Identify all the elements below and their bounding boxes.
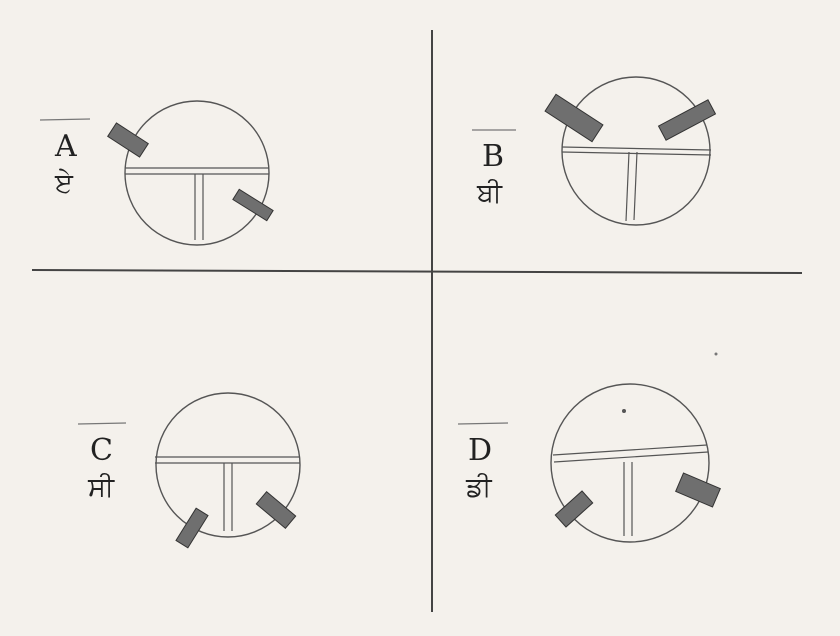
paper-speck [714,352,718,356]
option-c-block [255,490,297,530]
horizontal-divider [31,269,803,274]
option-a-disc [124,100,270,246]
option-d-disc [550,383,710,543]
paper-speck [622,409,626,413]
option-d-cross-bar [552,444,708,456]
option-b-figure [472,76,717,226]
option-a-punjabi: ਏ [55,168,73,199]
option-c-block [175,507,209,549]
option-b-block [657,99,717,141]
option-a-dash [39,118,91,121]
option-d-letter: D [468,433,493,468]
option-b-stem [633,151,638,221]
option-d-cross-bar [553,451,709,463]
option-b-disc [561,76,711,226]
option-a-figure [39,100,274,246]
option-c-dash [77,422,127,425]
option-d-figure [457,383,721,543]
option-c-figure [77,392,301,549]
option-b-letter: B [482,139,505,174]
option-d-dash [457,422,509,425]
option-a-letter: A [55,129,77,164]
option-d-punjabi: ਡੀ [466,472,492,503]
option-b-block [544,93,604,143]
option-d-block [675,472,721,508]
option-b-stem [625,151,630,222]
option-d-block [554,490,594,528]
option-c-letter: C [90,433,113,468]
option-a-block [232,188,274,222]
option-a-block [107,122,149,158]
option-c-punjabi: ਸੀ [88,472,115,503]
option-b-punjabi: ਬੀ [477,178,502,209]
option-b-cross-bar [561,146,712,151]
option-c-disc [155,392,301,538]
